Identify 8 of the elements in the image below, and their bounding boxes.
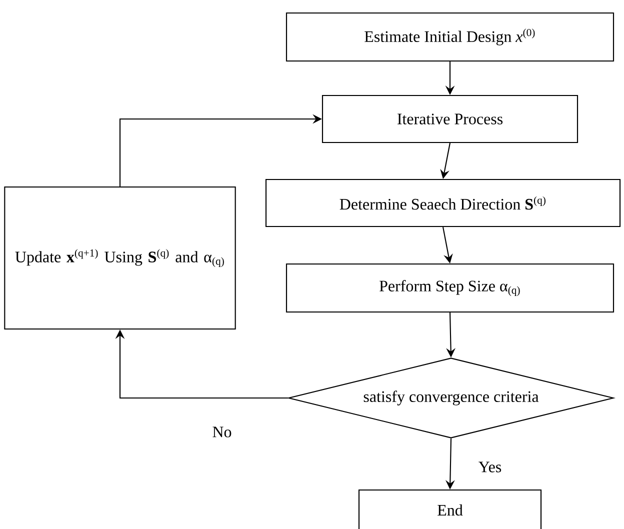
process-box: End [358,489,542,529]
process-box: Estimate Initial Design x$^{(0)}$ [286,12,614,62]
edge-label: Yes [477,460,503,474]
process-box: Perform Step Size α$_{(q)}$ [286,263,614,313]
process-box: Determine Seaech Direction S$^{(q)}$ [265,178,621,228]
process-box: Update x$^{(q+1)}$ Using S$^{(q)}$ and α$_{(q)}$ [4,186,236,330]
edge-label: No [210,425,234,439]
process-box: Iterative Process [322,94,578,144]
